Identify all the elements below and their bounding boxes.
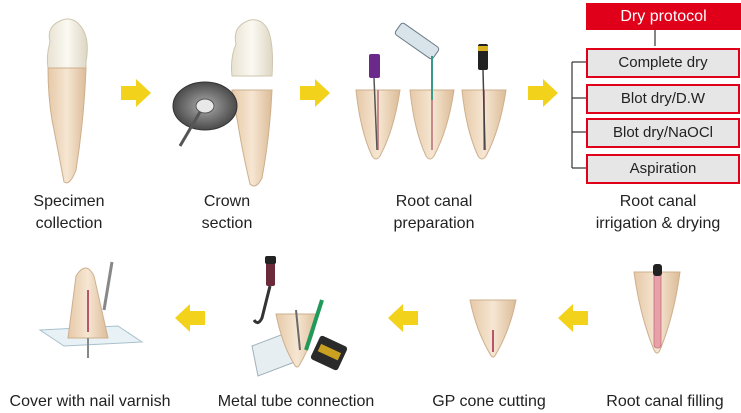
gp-cone-cutting-icon — [469, 299, 517, 358]
protocol-option-blot-dry-dw: Blot dry/D.W — [586, 84, 740, 114]
step-gp-cone-cutting-label: GP cone cutting — [432, 393, 546, 410]
root-canal-filling-icon — [633, 264, 681, 354]
root-canal-preparation-icon — [355, 22, 507, 160]
caption-line: Specimen — [33, 193, 105, 210]
step-root-canal-filling-label: Root canal filling — [606, 393, 724, 410]
caption-line: Crown — [203, 193, 251, 210]
metal-tube-connection-icon — [251, 256, 348, 377]
arrow-right-3-icon — [528, 79, 558, 107]
step-crown-section-label: Crown section — [190, 191, 264, 235]
caption-line: Root canal — [395, 193, 473, 210]
nail-varnish-cover-icon — [38, 261, 144, 358]
arrow-left-2-icon — [388, 304, 418, 332]
caption-line: preparation — [393, 215, 475, 232]
arrow-right-2-icon — [300, 79, 330, 107]
step-cover-nail-varnish-label: Cover with nail varnish — [9, 393, 171, 410]
arrow-right-1-icon — [121, 79, 151, 107]
dry-protocol-title: Dry protocol — [586, 3, 741, 30]
protocol-bracket — [571, 30, 656, 169]
protocol-option-aspiration: Aspiration — [586, 154, 740, 184]
caption-line: section — [201, 215, 253, 232]
protocol-option-blot-dry-naocl: Blot dry/NaOCl — [586, 118, 740, 148]
step-specimen-collection-label: Specimen collection — [28, 191, 110, 235]
arrow-left-3-icon — [175, 304, 205, 332]
step-root-canal-preparation-label: Root canal preparation — [380, 191, 488, 235]
crown-section-icon — [172, 19, 273, 187]
arrow-left-1-icon — [558, 304, 588, 332]
specimen-tooth-icon — [46, 18, 88, 184]
step-metal-tube-connection-label: Metal tube connection — [217, 393, 375, 410]
caption-line: collection — [35, 215, 103, 232]
caption-line: irrigation & drying — [595, 215, 721, 232]
caption-line: Root canal — [619, 193, 697, 210]
step-irrigation-drying-label: Root canal irrigation & drying — [580, 191, 736, 235]
protocol-option-complete-dry: Complete dry — [586, 48, 740, 78]
